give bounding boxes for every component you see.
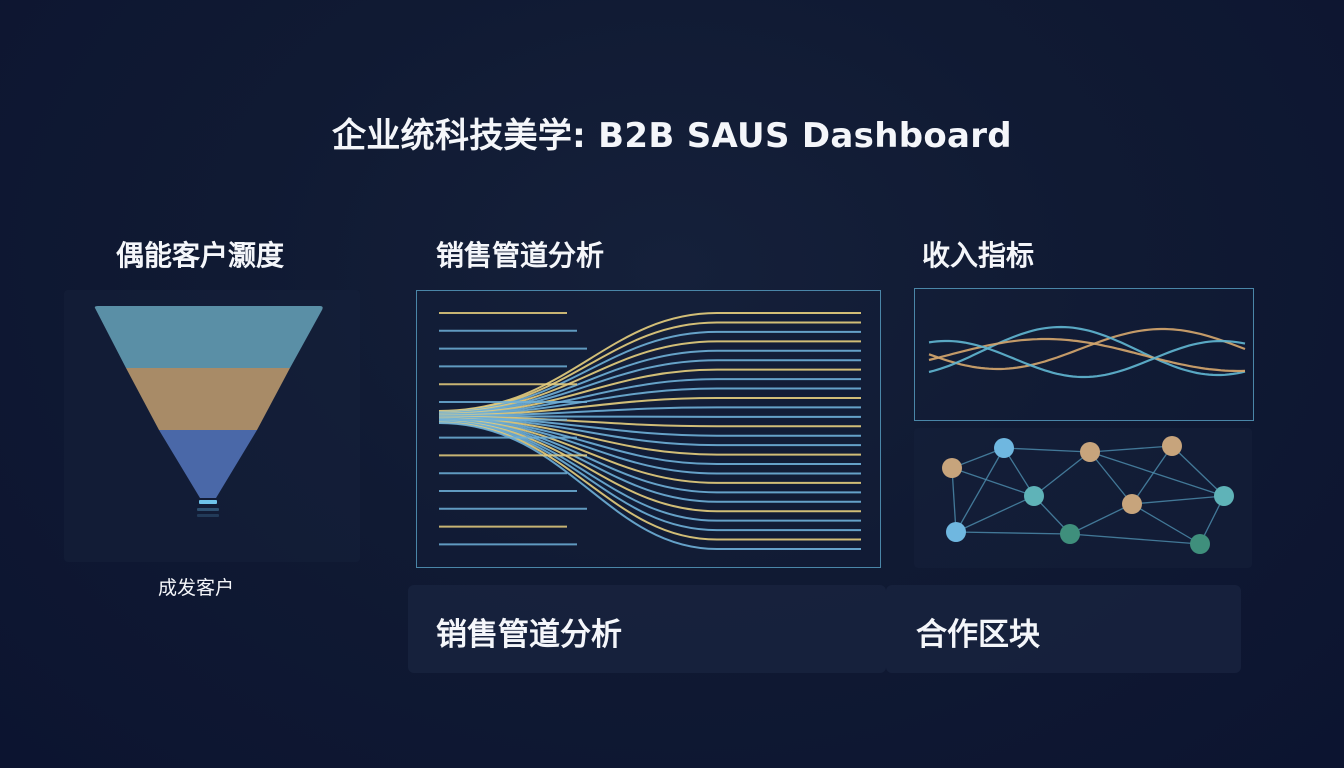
revenue-panel [914,288,1254,421]
funnel-tip-base-2 [197,514,219,517]
network-node [1060,524,1080,544]
network-node [1080,442,1100,462]
network-edge [1089,451,1225,497]
pipeline-flow-line [438,422,861,550]
network-edge [1131,503,1201,545]
revenue-wave-chart [928,325,1246,379]
revenue-wave-line [928,339,1246,379]
pipeline-flow-line [438,349,861,414]
pipeline-flow-line [438,378,861,416]
network-edge [1003,447,1091,453]
partner-network-graph [942,436,1234,554]
pipeline-analysis-label: 销售管道分析 [436,617,622,653]
page-title: 企业统科技美学: B2B SAUS Dashboard [332,116,1012,156]
funnel-panel [64,290,360,562]
pipeline-flow-line [438,415,861,418]
pipeline-flow-line [438,421,861,541]
network-node [1162,436,1182,456]
funnel-stage-top [94,306,323,368]
cooperation-block-card[interactable]: 合作区块 [886,585,1241,673]
network-edge [951,467,957,533]
pipeline-flow-line [438,330,861,413]
funnel-section-title: 偶能客户灏度 [116,239,285,272]
network-edge [1131,445,1173,505]
funnel-chart [94,306,323,517]
network-edge [1089,451,1133,505]
network-panel [914,428,1252,568]
network-node [942,458,962,478]
network-node [994,438,1014,458]
network-node [1214,486,1234,506]
funnel-stage-bottom [159,430,257,498]
network-edge [1171,445,1225,497]
revenue-section-title: 收入指标 [922,239,1035,272]
pipeline-panel [416,290,881,568]
network-edge [1089,445,1173,453]
funnel-caption: 成发客户 [158,577,235,599]
revenue-wave-line [928,327,1246,371]
network-node [1190,534,1210,554]
funnel-tip-base [197,508,219,511]
network-edge [1033,451,1091,497]
network-node [1024,486,1044,506]
network-node [1122,494,1142,514]
network-edge [951,467,1035,497]
funnel-tip-glow [199,500,217,504]
cooperation-block-label: 合作区块 [916,617,1040,653]
network-edge [1069,533,1201,545]
network-node [946,522,966,542]
pipeline-flow-line [438,312,861,412]
pipeline-flow-line [438,406,861,417]
funnel-stage-middle [126,368,290,430]
network-edge [1069,503,1133,535]
pipeline-analysis-card[interactable]: 销售管道分析 [408,585,886,673]
network-edge [955,447,1005,533]
pipeline-flow-line [438,368,861,415]
pipeline-section-title: 销售管道分析 [436,239,605,272]
network-edge [955,495,1035,533]
network-edge [1131,495,1225,505]
revenue-wave-line [928,325,1246,377]
pipeline-flow-line [438,340,861,414]
pipeline-flow-line [438,359,861,415]
pipeline-flow-line [438,321,861,413]
pipeline-flow-chart [438,312,861,550]
network-edge [955,531,1071,535]
